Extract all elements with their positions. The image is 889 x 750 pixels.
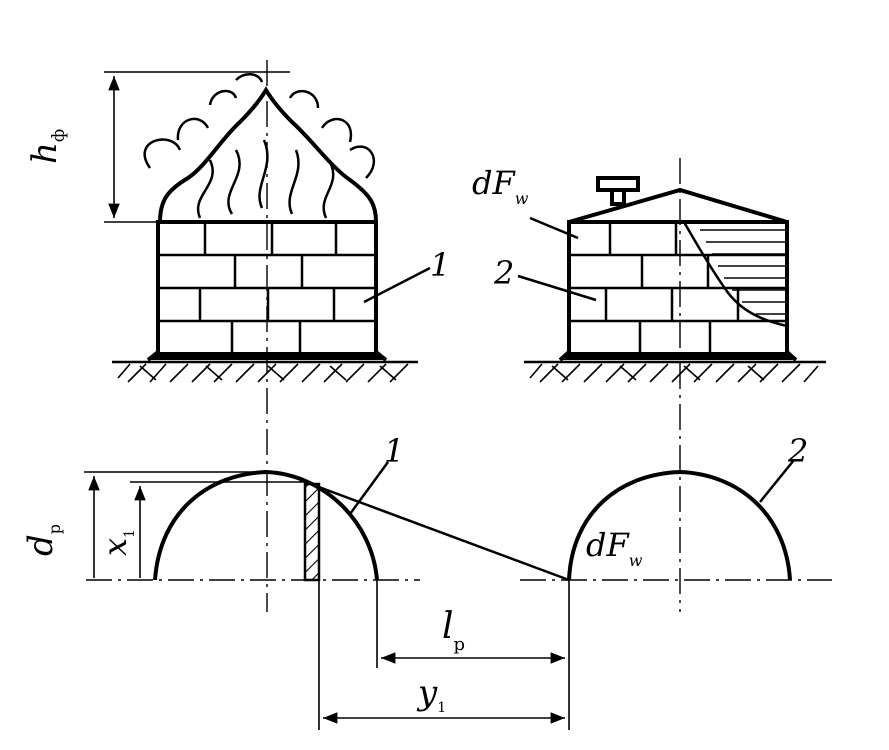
chimney bbox=[596, 176, 640, 206]
label-h: hф bbox=[25, 129, 69, 164]
y1-dimension bbox=[318, 580, 565, 730]
leader-1-top bbox=[363, 266, 431, 304]
leader-1-bottom bbox=[348, 461, 390, 515]
flame-height-dimension bbox=[104, 71, 290, 223]
burning-building: hф 1 bbox=[25, 60, 450, 612]
lp-dimension bbox=[376, 580, 570, 730]
ground-left bbox=[112, 360, 418, 383]
exposed-profile-2 bbox=[567, 469, 792, 581]
flame-profile-1 bbox=[153, 469, 379, 581]
brick-wall-right bbox=[558, 220, 798, 362]
label-1-bottom: 1 bbox=[384, 432, 404, 470]
label-dFw-bottom: dFw bbox=[586, 526, 643, 570]
irradiated-zone bbox=[682, 221, 788, 328]
ground-right bbox=[524, 360, 826, 383]
schematic: 1 2 dFw dp x1 lp y1 bbox=[21, 432, 832, 730]
leader-2-top bbox=[517, 274, 597, 302]
exposed-building: dFw 2 bbox=[472, 158, 826, 612]
hatched-wall bbox=[303, 482, 321, 582]
label-lp: lp bbox=[442, 606, 465, 655]
leader-2-bottom bbox=[759, 459, 795, 503]
label-y1: y1 bbox=[416, 673, 446, 716]
label-2-top: 2 bbox=[493, 254, 514, 292]
x1-dimension bbox=[130, 481, 306, 578]
tangent-ray bbox=[299, 478, 570, 582]
label-1-top: 1 bbox=[430, 246, 450, 284]
roof bbox=[568, 187, 788, 224]
flame bbox=[143, 73, 378, 223]
dp-dimension bbox=[84, 471, 266, 578]
label-2-bottom: 2 bbox=[787, 432, 808, 470]
label-dFw-top: dFw bbox=[472, 164, 529, 208]
label-dp: dp bbox=[21, 524, 64, 556]
leader-dFw-top bbox=[529, 216, 579, 240]
label-x1: x1 bbox=[96, 529, 138, 556]
